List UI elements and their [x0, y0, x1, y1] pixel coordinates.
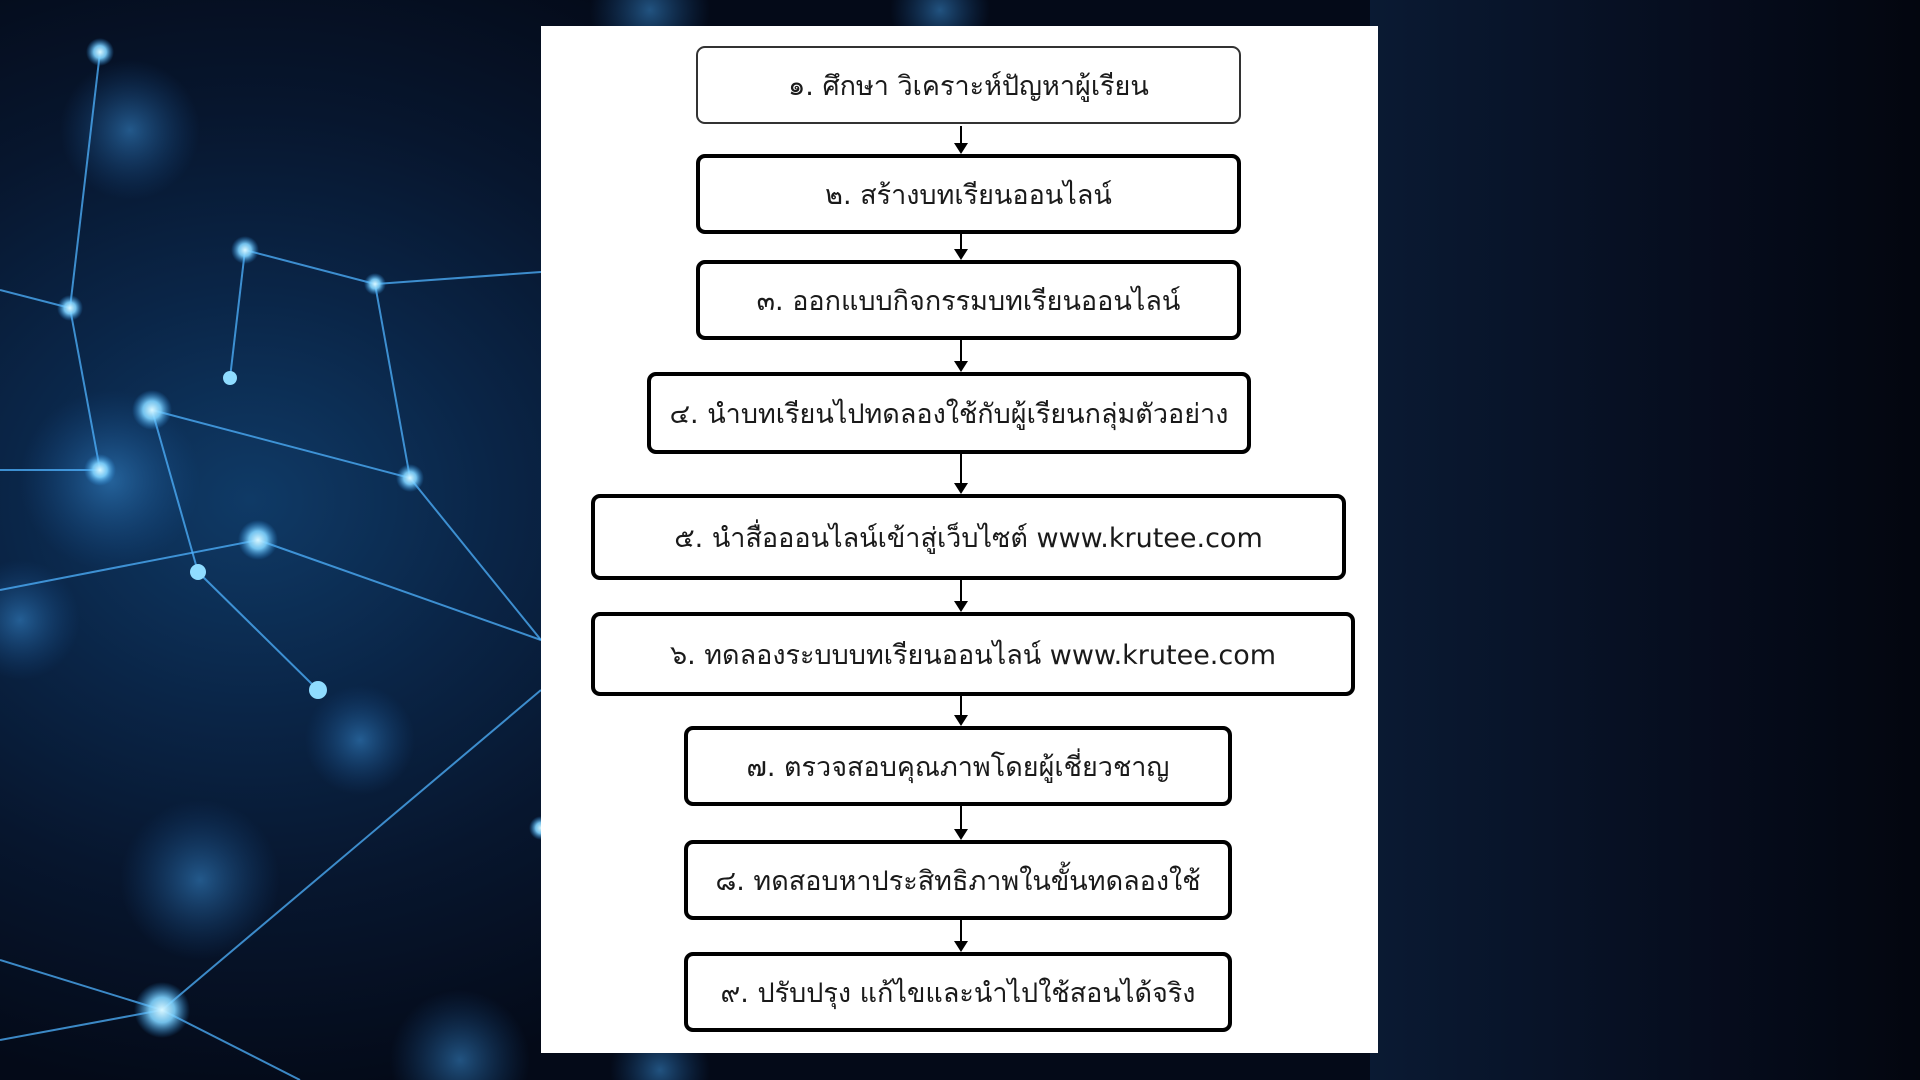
background-dark-gradient [1370, 0, 1920, 1080]
flow-step-label: ๓. ออกแบบกิจกรรมบทเรียนออนไลน์ [756, 285, 1181, 317]
flow-arrow [951, 126, 971, 154]
flowchart: ๑. ศึกษา วิเคราะห์ปัญหาผู้เรียน ๒. สร้าง… [541, 26, 1378, 1053]
flow-arrow [951, 580, 971, 612]
flow-step-label: ๔. นำบทเรียนไปทดลองใช้กับผู้เรียนกลุ่มตั… [669, 398, 1229, 430]
flow-step-1: ๑. ศึกษา วิเคราะห์ปัญหาผู้เรียน [696, 46, 1241, 124]
flow-step-label: ๑. ศึกษา วิเคราะห์ปัญหาผู้เรียน [788, 70, 1149, 102]
flow-step-2: ๒. สร้างบทเรียนออนไลน์ [696, 154, 1241, 234]
flow-arrow [951, 806, 971, 840]
flow-step-9: ๙. ปรับปรุง แก้ไขและนำไปใช้สอนได้จริง [684, 952, 1232, 1032]
flow-step-5: ๕. นำสื่อออนไลน์เข้าสู่เว็บไซต์ www.krut… [591, 494, 1346, 580]
flow-step-3: ๓. ออกแบบกิจกรรมบทเรียนออนไลน์ [696, 260, 1241, 340]
flow-step-label: ๘. ทดสอบหาประสิทธิภาพในขั้นทดลองใช้ [715, 865, 1201, 897]
flow-step-label: ๕. นำสื่อออนไลน์เข้าสู่เว็บไซต์ www.krut… [674, 522, 1263, 554]
flow-arrow [951, 454, 971, 494]
flow-step-8: ๘. ทดสอบหาประสิทธิภาพในขั้นทดลองใช้ [684, 840, 1232, 920]
flow-step-4: ๔. นำบทเรียนไปทดลองใช้กับผู้เรียนกลุ่มตั… [647, 372, 1251, 454]
flow-arrow [951, 696, 971, 726]
flow-step-label: ๗. ตรวจสอบคุณภาพโดยผู้เชี่ยวชาญ [746, 751, 1170, 783]
flow-arrow [951, 340, 971, 372]
flow-arrow [951, 920, 971, 952]
flow-arrow [951, 234, 971, 260]
flow-step-6: ๖. ทดลองระบบบทเรียนออนไลน์ www.krutee.co… [591, 612, 1355, 696]
flow-step-7: ๗. ตรวจสอบคุณภาพโดยผู้เชี่ยวชาญ [684, 726, 1232, 806]
flow-step-label: ๖. ทดลองระบบบทเรียนออนไลน์ www.krutee.co… [669, 639, 1277, 671]
flow-step-label: ๒. สร้างบทเรียนออนไลน์ [825, 179, 1112, 211]
flow-step-label: ๙. ปรับปรุง แก้ไขและนำไปใช้สอนได้จริง [720, 977, 1196, 1009]
